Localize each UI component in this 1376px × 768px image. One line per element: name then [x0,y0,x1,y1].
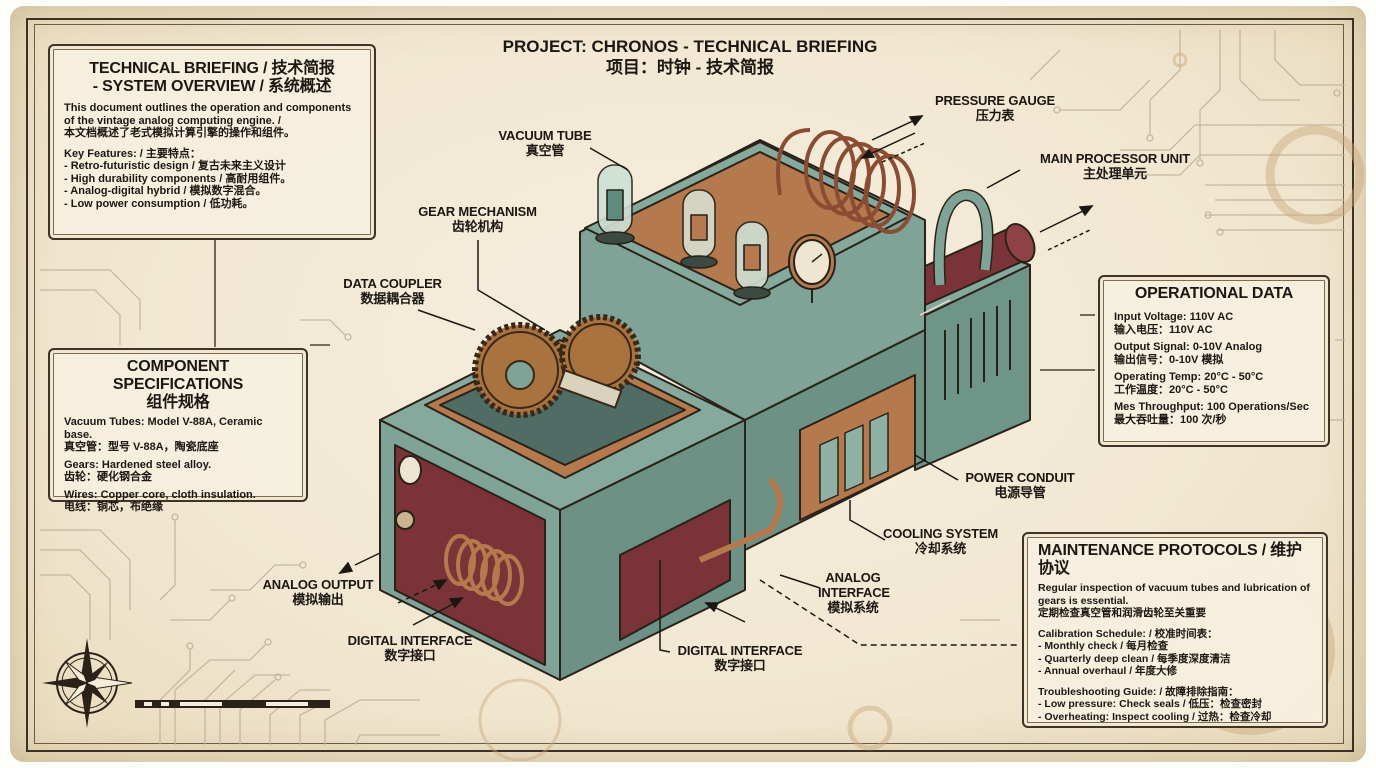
specs-heading-en: COMPONENT SPECIFICATIONS [112,358,244,393]
callout-main-processor-unit: MAIN PROCESSOR UNIT 主处理单元 [1025,151,1205,181]
calibration-item: - Quarterly deep clean / 每季度深度清洁 [1038,652,1231,665]
troubleshooting-heading: Troubleshooting Guide: / 故障排除指南： [1038,685,1239,698]
overview-heading-1: TECHNICAL BRIEFING / 技术简报 [89,60,335,77]
maintenance-heading: MAINTENANCE PROTOCOLS / 维护协议 [1038,542,1302,577]
callout-label-zh: 压力表 [975,108,1015,123]
outer-frame [26,18,1354,752]
callout-label-en: PRESSURE GAUGE [934,93,1055,108]
compass-rose-icon [42,638,133,728]
overview-intro-zh: 本文档概述了老式模拟计算引擎的操作和组件。 [64,127,295,139]
calibration-item: - Monthly check / 每月检查 [1038,640,1169,652]
pressure-gauge-icon [788,234,836,303]
callout-label-zh: 数据耦合器 [360,291,425,306]
callout-label-en: DATA COUPLER [343,276,442,291]
overview-intro-line-2: of the vintage analog computing engine. … [64,114,281,127]
callout-label-en: MAIN PROCESSOR UNIT [1039,151,1191,166]
operational-heading: OPERATIONAL DATA [1134,285,1294,302]
troubleshooting-item: - Overheating: Inspect cooling / 过热：检查冷却 [1038,710,1272,723]
callout-label-en: DIGITAL INTERFACE [677,643,803,658]
key-features-heading: Key Features: / 主要特点： [64,147,201,160]
overview-heading-2: - SYSTEM OVERVIEW / 系统概述 [92,78,332,95]
callout-label-zh: 电源导管 [994,485,1046,500]
feature-item: - Retro-futuristic design / 复古未来主义设计 [64,160,286,172]
operational-item-zh: 工作温度：20°C - 50°C [1114,383,1228,396]
digital-interface-panel [619,499,731,641]
callout-label-zh: 模拟输出 [292,592,344,607]
inner-frame [34,24,1344,744]
scale-bar [135,700,330,708]
feature-item: - Low power consumption / 低功耗。 [64,197,254,210]
calibration-item: - Annual overhaul / 年度大修 [1038,665,1178,677]
callout-gear-mechanism: GEAR MECHANISM 齿轮机构 [410,204,545,234]
copper-coil [776,128,916,234]
page-title: PROJECT: CHRONOS - TECHNICAL BRIEFING 项目… [470,36,910,78]
callout-label-zh: 齿轮机构 [451,219,504,234]
callout-cooling-system: COOLING SYSTEM 冷却系统 [878,526,1003,556]
system-overview-panel: TECHNICAL BRIEFING / 技术简报 - SYSTEM OVERV… [48,44,376,240]
callout-leaders [338,115,1094,653]
callout-label-en: COOLING SYSTEM [883,526,998,541]
spec-item-zh: 电线：铜芯，布绝缘 [64,501,163,513]
callout-label-en: POWER CONDUIT [965,470,1075,485]
callout-label-zh: 真空管 [525,143,565,158]
callout-label-en: ANALOG OUTPUT [262,577,374,592]
callout-label-en: VACUUM TUBE [498,128,592,143]
front-gauge-icon [398,455,422,485]
spec-item-en: Vacuum Tubes: Model V-88A, Ceramic base. [64,416,263,441]
spec-item-en: Wires: Copper core, cloth insulation. [64,488,256,501]
spec-item-en: Gears: Hardened steel alloy. [64,458,212,471]
callout-data-coupler: DATA COUPLER 数据耦合器 [335,276,450,306]
callout-label-zh: 主处理单元 [1082,166,1147,181]
callout-analog-output: ANALOG OUTPUT 模拟输出 [258,577,378,607]
callout-label-zh: 数字接口 [384,648,436,663]
callout-label-zh: 模拟系统 [827,600,879,615]
operational-item-en: Mes Throughput: 100 Operations/Sec [1114,401,1309,413]
gear-mechanism-icon [472,314,641,418]
analog-output-panel [394,444,546,666]
callout-label-zh: 数字接口 [714,658,766,673]
callout-label-en: DIGITAL INTERFACE [347,633,473,648]
operational-item-en: Output Signal: 0-10V Analog [1114,341,1263,353]
maintenance-intro-line-2: gears is essential. [1038,594,1129,607]
operational-item-en: Operating Temp: 20°C - 50°C [1114,371,1264,383]
operational-item-zh: 输出信号：0-10V 模拟 [1114,353,1224,366]
callout-digital-interface-bottom: DIGITAL INTERFACE 数字接口 [670,643,810,673]
maintenance-intro-zh: 定期检查真空管和润滑齿轮至关重要 [1038,607,1206,619]
operational-item-zh: 最大吞吐量：100 次/秒 [1114,413,1227,426]
vacuum-tube-icon [595,164,771,300]
maintenance-intro-line-1: Regular inspection of vacuum tubes and l… [1038,582,1310,594]
callout-label-en: ANALOG INTERFACE [818,570,890,600]
callout-analog-interface: ANALOG INTERFACE 模拟系统 [808,570,898,615]
component-specifications-panel: COMPONENT SPECIFICATIONS 组件规格 Vacuum Tub… [48,348,308,513]
callout-vacuum-tube: VACUUM TUBE 真空管 [490,128,600,158]
calibration-heading: Calibration Schedule: / 校准时间表： [1038,627,1218,640]
overview-intro-line-1: This document outlines the operation and… [64,102,352,114]
analog-computing-engine [379,128,1036,681]
troubleshooting-item: - Low pressure: Check seals / 低压：检查密封 [1038,698,1263,710]
operational-item-en: Input Voltage: 110V AC [1114,311,1234,323]
callout-label-zh: 冷却系统 [914,541,967,556]
page-title-en: PROJECT: CHRONOS - TECHNICAL BRIEFING [502,37,878,56]
circuit-traces [40,30,1345,746]
spec-item-zh: 齿轮：硬化钢合金 [64,471,152,483]
feature-item: - High durability components / 高耐用组件。 [64,172,292,185]
callout-digital-interface-left: DIGITAL INTERFACE 数字接口 [340,633,480,663]
front-coil [444,534,524,606]
spec-item-zh: 真空管：型号 V-88A，陶瓷底座 [64,441,219,453]
feature-item: - Analog-digital hybrid / 模拟数字混合。 [64,185,267,197]
operational-data-panel: OPERATIONAL DATA Input Voltage: 110V AC … [1098,275,1330,447]
maintenance-protocols-panel: MAINTENANCE PROTOCOLS / 维护协议 Regular ins… [1022,532,1328,728]
callout-power-conduit: POWER CONDUIT 电源导管 [955,470,1085,500]
connector-lines [214,240,1095,371]
specs-heading-zh: 组件规格 [146,394,210,411]
callout-label-en: GEAR MECHANISM [418,204,537,219]
page-title-zh: 项目：时钟 - 技术简报 [605,58,775,77]
callout-pressure-gauge: PRESSURE GAUGE 压力表 [925,93,1065,123]
operational-item-zh: 输入电压：110V AC [1114,323,1213,336]
connector-blocks [819,412,889,504]
